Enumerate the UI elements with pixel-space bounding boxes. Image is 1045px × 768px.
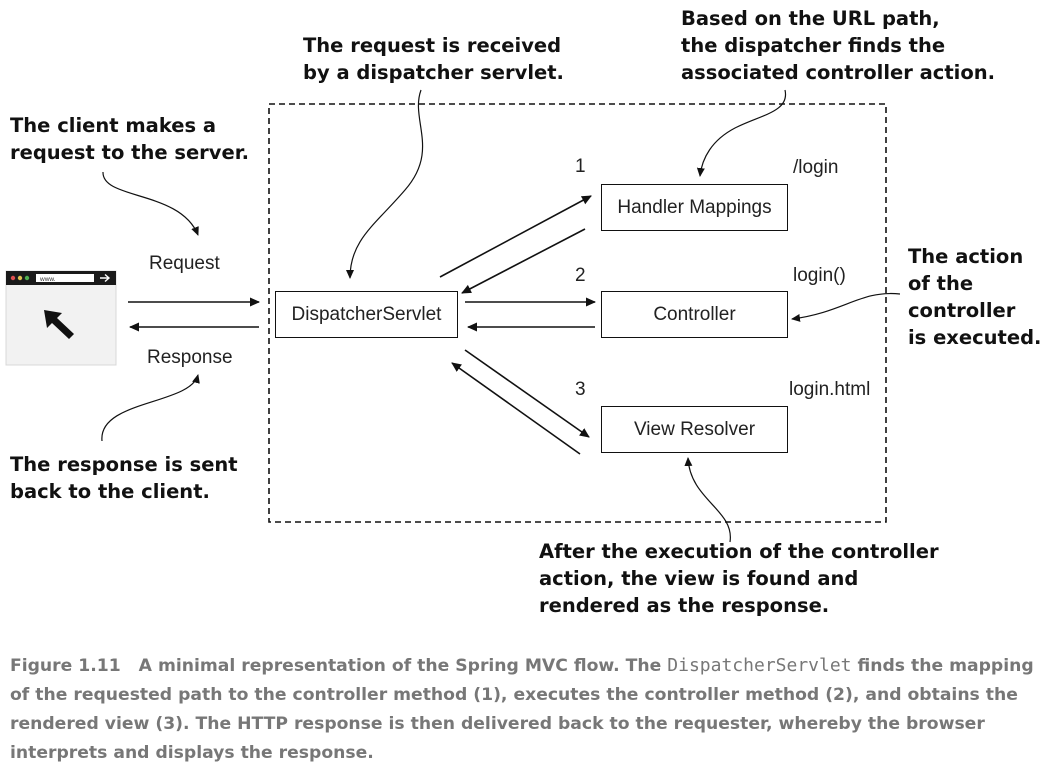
callout-url-path <box>696 89 787 177</box>
controller-box: Controller <box>601 291 788 338</box>
step-1-label: 1 <box>575 156 586 177</box>
caption-text-2: finds the mapping of the requested path … <box>10 656 1034 763</box>
dispatcher-servlet-box: DispatcherServlet <box>275 291 458 338</box>
path-login-label: /login <box>793 157 839 178</box>
callout-received <box>346 89 424 279</box>
arrow-to-handler <box>439 195 592 278</box>
figure-caption: Figure 1.11 A minimal representation of … <box>10 651 1040 768</box>
caption-code: DispatcherServlet <box>667 655 852 676</box>
browser-icon: www. <box>5 270 117 366</box>
response-label: Response <box>147 347 233 368</box>
step-2-label: 2 <box>575 265 586 286</box>
note-action-executed: The action of the controller is executed… <box>908 245 1042 349</box>
arrow-from-handler <box>461 228 586 294</box>
callout-after-exec <box>684 457 731 543</box>
note-request-received: The request is received by a dispatcher … <box>303 34 564 84</box>
view-resolver-box: View Resolver <box>601 406 788 453</box>
request-label: Request <box>149 253 220 274</box>
note-after-execution: After the execution of the controller ac… <box>539 540 939 617</box>
diagram-canvas: www. <box>5 89 901 543</box>
note-client-request: The client makes a request to the server… <box>10 114 249 164</box>
view-login-label: login.html <box>789 379 871 400</box>
caption-prefix: Figure 1.11 <box>10 656 121 676</box>
callout-response <box>101 374 200 442</box>
cursor-icon <box>44 310 74 339</box>
arrow-from-view-resolver <box>451 362 581 455</box>
server-boundary <box>268 103 887 523</box>
browser-address-text: www. <box>39 276 56 283</box>
callout-action <box>791 292 901 322</box>
note-response-sent: The response is sent back to the client. <box>10 453 238 503</box>
method-login-label: login() <box>793 265 846 286</box>
caption-text-1: A minimal representation of the Spring M… <box>138 656 668 676</box>
callout-client <box>102 171 199 236</box>
arrow-to-view-resolver <box>464 349 590 438</box>
step-3-label: 3 <box>575 379 586 400</box>
note-url-path: Based on the URL path, the dispatcher fi… <box>681 7 996 84</box>
handler-mappings-box: Handler Mappings <box>601 184 788 231</box>
